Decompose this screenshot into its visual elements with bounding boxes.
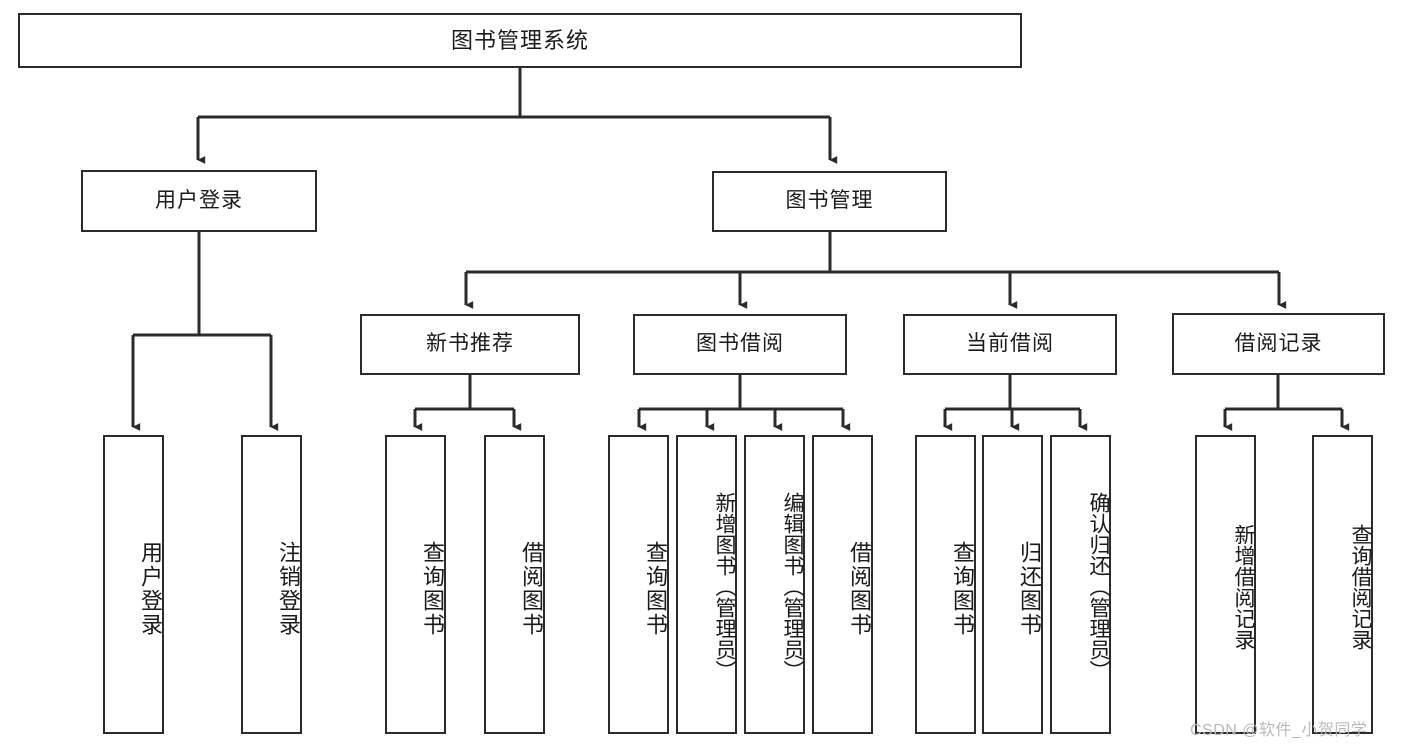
node-borrow-records[interactable]: 借阅记录	[1172, 313, 1385, 375]
leaf-add-borrow-record[interactable]: 新增借阅记录	[1195, 435, 1256, 734]
leaf-query-book-borrow[interactable]: 查询图书	[608, 435, 669, 734]
leaf-add-book-admin[interactable]: 新增图书（管理员）	[676, 435, 737, 734]
node-root[interactable]: 图书管理系统	[18, 13, 1022, 68]
leaf-user-logout[interactable]: 注销登录	[241, 435, 302, 734]
node-new-book-recommend[interactable]: 新书推荐	[360, 314, 580, 375]
node-book-management[interactable]: 图书管理	[712, 171, 947, 232]
leaf-return-book[interactable]: 归还图书	[982, 435, 1043, 734]
leaf-user-login[interactable]: 用户登录	[103, 435, 164, 734]
node-current-borrow[interactable]: 当前借阅	[903, 314, 1117, 375]
node-user-login[interactable]: 用户登录	[81, 170, 317, 232]
leaf-query-book-recommend[interactable]: 查询图书	[385, 435, 446, 734]
leaf-query-book-current[interactable]: 查询图书	[915, 435, 976, 734]
csdn-watermark: CSDN @软件_小贺同学	[1190, 722, 1368, 739]
leaf-borrow-book[interactable]: 借阅图书	[812, 435, 873, 734]
leaf-borrow-book-recommend[interactable]: 借阅图书	[484, 435, 545, 734]
leaf-confirm-return-admin[interactable]: 确认归还（管理员）	[1050, 435, 1111, 734]
leaf-edit-book-admin[interactable]: 编辑图书（管理员）	[744, 435, 805, 734]
node-book-borrow[interactable]: 图书借阅	[633, 314, 847, 375]
leaf-query-borrow-record[interactable]: 查询借阅记录	[1312, 435, 1373, 734]
